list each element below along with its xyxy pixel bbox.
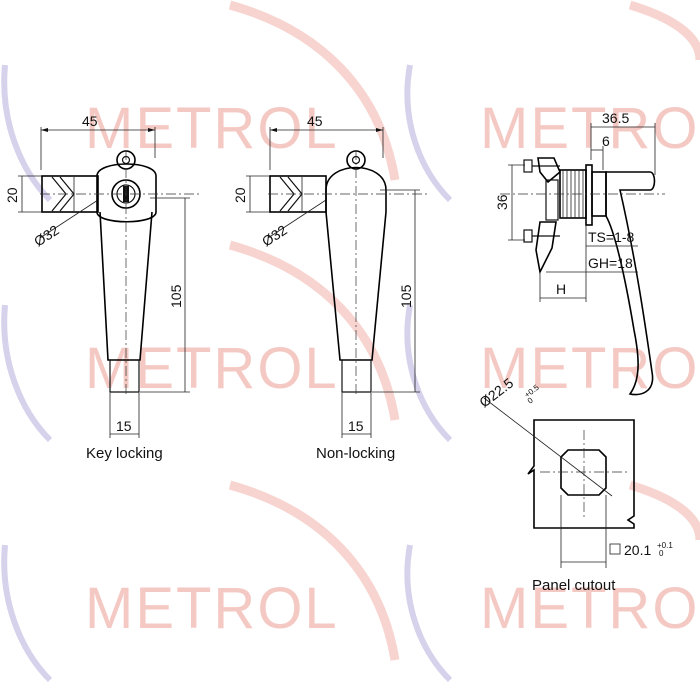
dim-square-label: 20.1	[624, 542, 651, 558]
lever-head	[325, 166, 387, 212]
dim-handle-label: 15	[348, 418, 364, 434]
lever-handle	[605, 171, 656, 396]
watermark-text: METROL	[480, 96, 700, 161]
watermark-text: METROL	[480, 336, 700, 401]
caption-non-locking: Non-locking	[316, 445, 395, 462]
dim-square-tol: +0.1	[657, 541, 673, 550]
watermark-arc	[1, 64, 53, 203]
dim-overall-label: 36.5	[602, 110, 629, 126]
watermark-arc	[228, 480, 400, 661]
dim-h-label: H	[556, 281, 566, 297]
watermark-arc	[628, 480, 700, 541]
caption-key-locking: Key locking	[86, 445, 163, 462]
side-view: 36.5 6 36 TS=1-8	[494, 110, 665, 396]
non-locking-view: 45 20 Ø32 105 15 Non-locking	[232, 113, 430, 462]
dim-diameter-label: Ø32	[31, 222, 62, 250]
watermark-arc	[404, 304, 453, 443]
dim-offset-label: 6	[602, 133, 610, 149]
screw-head	[523, 229, 533, 243]
watermark-text: METROL	[85, 96, 339, 161]
square-symbol	[609, 543, 621, 555]
dim-height-label: 20	[232, 187, 248, 203]
spring-washer	[545, 179, 559, 221]
arrowhead	[270, 128, 277, 132]
watermark-text: METROL	[85, 336, 339, 401]
watermark-arc	[1, 544, 53, 683]
handle-body	[99, 211, 153, 361]
dim-square-tol-low: 0	[659, 549, 664, 558]
dim-width-label: 45	[82, 113, 98, 129]
caption-panel-cutout: Panel cutout	[532, 577, 616, 594]
arrowhead	[41, 128, 48, 132]
arrowhead	[376, 128, 383, 132]
handle-body	[325, 211, 387, 361]
dim-leader	[39, 199, 99, 239]
screw-head	[523, 159, 533, 173]
dim-leader	[267, 199, 327, 239]
dim-handle-label: 15	[116, 418, 132, 434]
watermark-arc	[404, 544, 453, 683]
cutout-shape	[560, 449, 607, 496]
cam-latch	[535, 221, 557, 275]
watermark-arc	[628, 0, 700, 61]
watermark-arc	[228, 240, 400, 421]
dim-length-label: 105	[168, 284, 184, 308]
watermark-text: METROL	[480, 576, 700, 641]
dim-length-label: 105	[398, 284, 414, 308]
dim-height-label: 20	[4, 187, 20, 203]
watermark-arc	[228, 0, 400, 181]
dim-diameter-label: Ø32	[259, 222, 290, 250]
dim-width-label: 45	[307, 113, 323, 129]
dim-diameter-tol-low: 0	[526, 395, 535, 405]
lock-housing	[96, 163, 157, 223]
cam-plate	[537, 157, 561, 184]
dim-height-label: 36	[494, 194, 510, 210]
watermark-layer: METROL METROL METROL METROL METROL METRO…	[1, 0, 700, 683]
dim-leader	[483, 397, 613, 497]
flange	[585, 164, 593, 226]
watermark-arc	[1, 304, 53, 443]
dim-ts-label: TS=1-8	[588, 229, 635, 245]
panel-cutout-view: Ø22.5 +0.5 0 20.1 +0.1 0 Panel cutout	[476, 375, 673, 594]
watermark-text: METROL	[85, 576, 339, 641]
arrowhead	[148, 128, 155, 132]
dim-gh-label: GH=18	[588, 255, 633, 271]
watermark-arc	[404, 64, 453, 203]
key-locking-view: 45 20 Ø32 105	[4, 113, 200, 462]
panel-outline	[527, 419, 635, 529]
